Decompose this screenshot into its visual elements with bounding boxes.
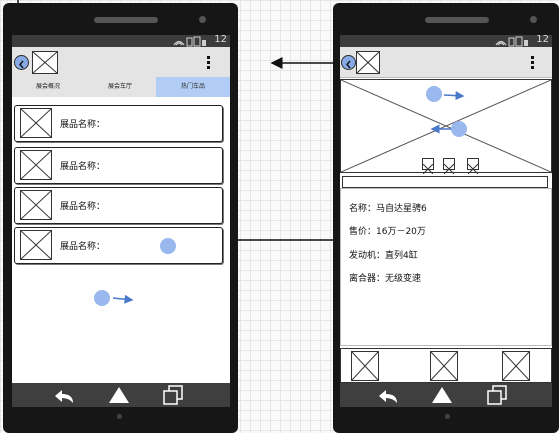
detail-engine: 发动机：直列4缸	[349, 251, 418, 261]
back-button[interactable]	[341, 55, 356, 70]
tap-hotspot	[160, 238, 176, 254]
nav-bar	[12, 383, 230, 407]
tab-overview[interactable]: 展会概况	[35, 83, 60, 90]
thumbnail-placeholder[interactable]	[430, 351, 458, 381]
swipe-hotspot	[451, 121, 467, 137]
more-vert-icon[interactable]	[531, 56, 535, 71]
item-name-label: 展品名称：	[60, 242, 106, 252]
back-button[interactable]	[14, 55, 29, 70]
list-item[interactable]: 展品名称：	[14, 227, 223, 264]
logo-image-placeholder	[356, 51, 380, 74]
thumbnail-placeholder	[20, 150, 52, 180]
divider-bar	[342, 176, 548, 188]
right-screen: 12	[340, 35, 552, 407]
recent-apps-icon[interactable]	[162, 385, 184, 405]
thumbnail-placeholder	[20, 230, 52, 260]
status-bar: 12	[340, 35, 552, 47]
status-time: 12	[214, 35, 227, 45]
tab-hall[interactable]: 展会车厅	[107, 83, 132, 90]
back-icon	[19, 60, 24, 69]
home-sensor	[117, 414, 122, 419]
swipe-hotspot	[426, 86, 442, 102]
logo-image-placeholder	[32, 51, 58, 74]
item-name-label: 展品名称：	[60, 202, 106, 212]
tab-bar: 展会概况 展会车厅 热门车品	[12, 77, 230, 97]
item-name-label: 展品名称：	[60, 162, 106, 172]
list-item[interactable]: 展品名称：	[14, 187, 223, 224]
detail-panel: 名称：马自达星骋6 售价：16万－20万 发动机：直列4缸 离合器：无级变速	[340, 188, 552, 346]
thumbnail-placeholder[interactable]	[351, 351, 379, 381]
detail-transmission: 离合器：无级变速	[349, 274, 422, 284]
app-bar	[340, 47, 552, 78]
camera-dot	[530, 16, 537, 23]
wifi-battery-icon	[495, 36, 528, 47]
home-sensor	[445, 414, 450, 419]
status-time: 12	[536, 35, 549, 45]
home-triangle-icon[interactable]	[431, 386, 453, 404]
thumbnail-placeholder	[20, 108, 52, 138]
wifi-battery-icon	[173, 36, 206, 47]
swipe-arrow-icon	[112, 294, 134, 304]
home-triangle-icon[interactable]	[108, 386, 130, 404]
swipe-right-arrow-icon	[443, 91, 465, 101]
thumbnail-strip	[340, 348, 552, 383]
left-phone: 12 展会概况 展会车厅 热门车品 展品名称： 展品名称	[3, 3, 238, 433]
swipe-hotspot	[94, 290, 110, 306]
camera-dot	[199, 16, 206, 23]
tab-hot-products[interactable]: 热门车品	[156, 77, 230, 97]
detail-name: 名称：马自达星骋6	[349, 204, 427, 214]
nav-bar	[340, 383, 552, 407]
right-phone: 12	[333, 3, 559, 433]
back-icon	[346, 60, 351, 69]
carousel-indicator[interactable]	[443, 158, 455, 175]
more-vert-icon[interactable]	[207, 56, 211, 71]
recent-apps-icon[interactable]	[486, 385, 508, 405]
status-bar: 12	[12, 35, 230, 47]
back-arrow-icon[interactable]	[53, 386, 77, 404]
carousel-indicator[interactable]	[422, 158, 434, 175]
app-bar	[12, 47, 230, 78]
speaker-grille	[94, 17, 158, 23]
back-arrow-icon[interactable]	[377, 386, 401, 404]
item-name-label: 展品名称：	[60, 120, 106, 130]
carousel-indicator[interactable]	[467, 158, 479, 175]
thumbnail-placeholder[interactable]	[502, 351, 530, 381]
list-item[interactable]: 展品名称：	[14, 105, 223, 142]
thumbnail-placeholder	[20, 190, 52, 220]
speaker-grille	[425, 17, 489, 23]
list-item[interactable]: 展品名称：	[14, 147, 223, 184]
detail-price: 售价：16万－20万	[349, 227, 426, 237]
swipe-left-arrow-icon	[430, 124, 451, 134]
left-screen: 12 展会概况 展会车厅 热门车品 展品名称： 展品名称	[12, 35, 230, 407]
